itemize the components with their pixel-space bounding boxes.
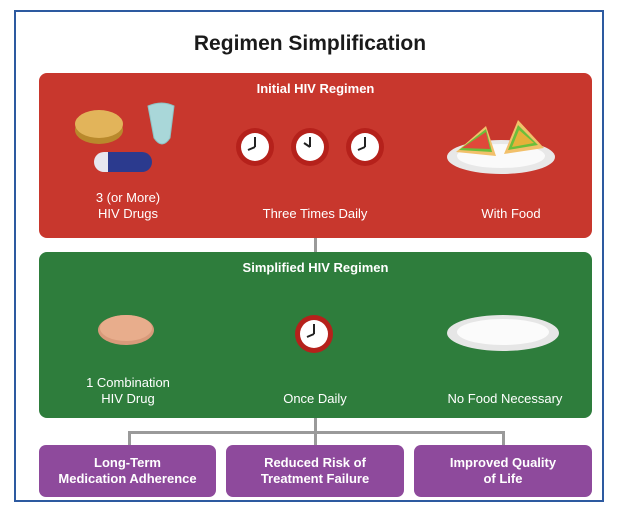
connector-line bbox=[502, 431, 505, 445]
clock-icon bbox=[295, 315, 333, 353]
clock-icon bbox=[236, 128, 274, 166]
outcome-line2: Treatment Failure bbox=[260, 471, 370, 486]
initial-drugs-label-line1: 3 (or More) bbox=[95, 190, 161, 205]
sandwich-plate-icon bbox=[447, 120, 555, 174]
simplified-frequency-label: Once Daily bbox=[283, 391, 347, 406]
outcome-line1: Long-Term bbox=[94, 455, 161, 470]
initial-drugs-label-line2: HIV Drugs bbox=[98, 206, 158, 221]
outcome-line1: Reduced Risk of bbox=[264, 455, 366, 470]
simplified-drug-label-line2: HIV Drug bbox=[101, 391, 155, 406]
connector-line bbox=[128, 431, 131, 445]
initial-frequency-label: Three Times Daily bbox=[262, 206, 368, 221]
connector-line bbox=[314, 418, 317, 432]
connector-line bbox=[314, 238, 317, 252]
outcome-line2: Medication Adherence bbox=[58, 471, 197, 486]
initial-food-label: With Food bbox=[481, 206, 541, 221]
simplified-food-label: No Food Necessary bbox=[447, 391, 563, 406]
pills-icon bbox=[75, 102, 175, 172]
empty-plate-icon bbox=[447, 315, 559, 351]
connector-line bbox=[314, 431, 317, 445]
diagram-title: Regimen Simplification bbox=[193, 32, 427, 55]
simplified-drug-label-line1: 1 Combination bbox=[86, 375, 170, 390]
outcome-line1: Improved Quality bbox=[449, 455, 557, 470]
clock-icon bbox=[291, 128, 329, 166]
outcome-line2: of Life bbox=[483, 471, 523, 486]
clock-icon bbox=[346, 128, 384, 166]
simplified-regimen-title: Simplified HIV Regimen bbox=[242, 260, 389, 275]
single-pill-icon bbox=[98, 315, 154, 345]
initial-regimen-title: Initial HIV Regimen bbox=[256, 81, 375, 96]
